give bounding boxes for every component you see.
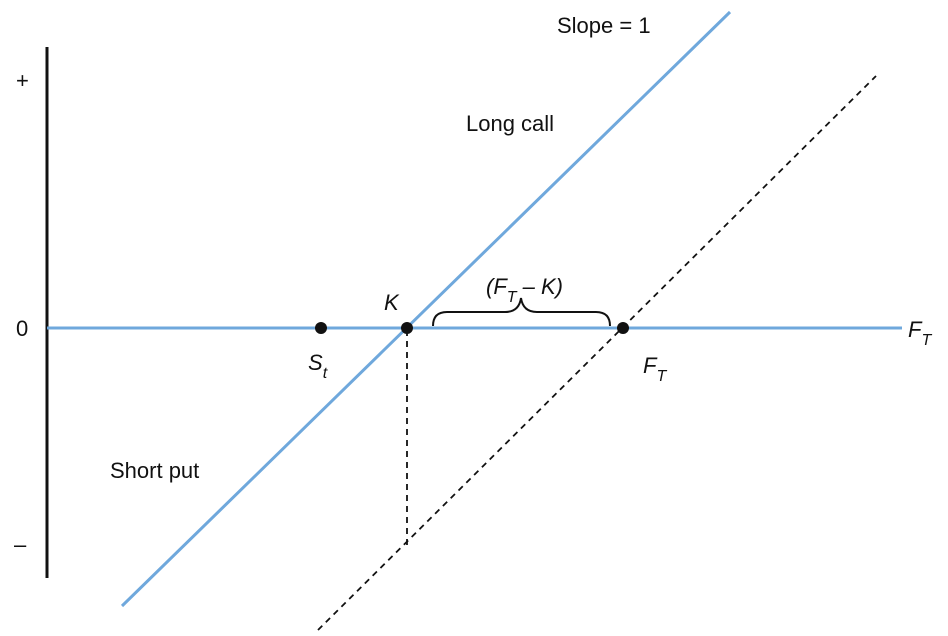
short-put-label: Short put: [110, 458, 199, 483]
y-minus-label: –: [14, 532, 27, 557]
k-label: K: [384, 290, 400, 315]
st-point: [315, 322, 327, 334]
x-axis-label: FT: [908, 317, 932, 349]
long-call-label: Long call: [466, 111, 554, 136]
slope-label: Slope = 1: [557, 13, 651, 38]
brace-label: (FT – K): [486, 274, 563, 306]
ft-point: [617, 322, 629, 334]
y-plus-label: +: [16, 68, 29, 93]
brace: [432, 297, 611, 327]
y-zero-label: 0: [16, 316, 28, 341]
forward-dashed-line: [317, 75, 877, 631]
k-point: [401, 322, 413, 334]
ft-label: FT: [643, 353, 667, 385]
payoff-line: [120, 10, 732, 608]
st-label: St: [308, 350, 328, 382]
